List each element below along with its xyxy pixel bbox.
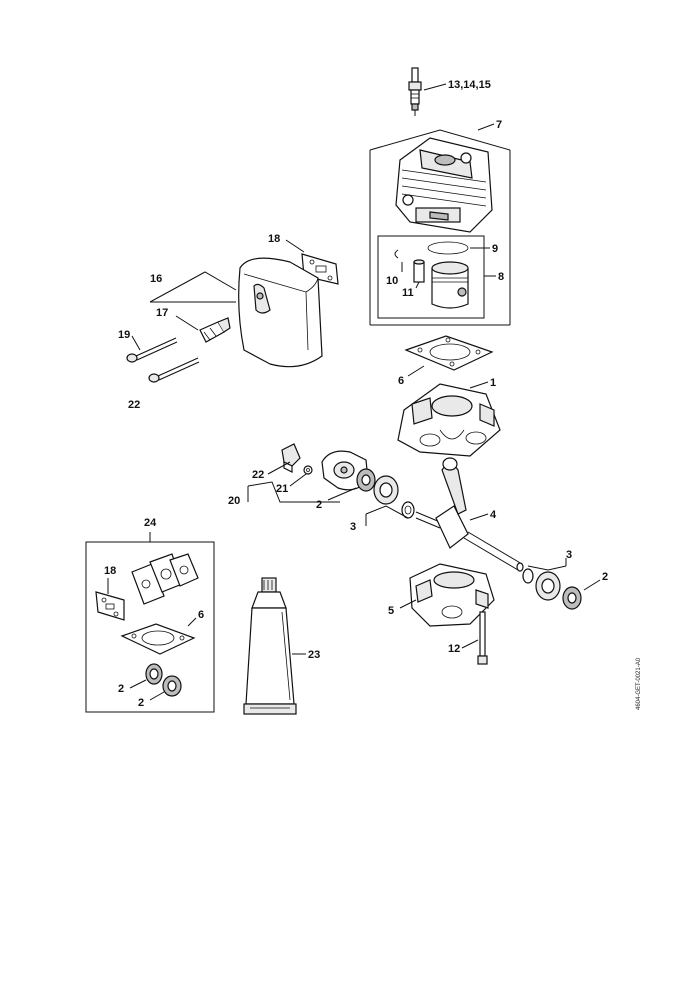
- ignition-holder: [281, 443, 301, 473]
- crankcase-screw: [477, 611, 488, 665]
- callout-spark-plug: 13,14,15: [448, 79, 491, 91]
- callout-crankcase-lower: 5: [388, 605, 394, 617]
- callout-set-gasket-6: 6: [198, 609, 204, 621]
- washer-right: [522, 568, 534, 584]
- callout-muffler-screw: 19: [118, 329, 130, 341]
- callout-ignition-nut: 21: [276, 483, 288, 495]
- callout-gasket-set: 24: [144, 517, 157, 529]
- callout-oil-seal-right: 2: [602, 571, 608, 583]
- callout-crankcase-screw: 12: [448, 643, 460, 655]
- cylinder: [395, 137, 493, 233]
- cylinder-kit-frame: [369, 123, 511, 326]
- callout-bearing-set-right: 3: [566, 549, 572, 561]
- callout-set-seal-a: 2: [118, 683, 124, 695]
- callout-tube: 23: [308, 649, 320, 661]
- crankshaft: [415, 457, 524, 572]
- set-gasket-plates: [131, 553, 199, 605]
- muffler-screw-lower: [148, 357, 200, 383]
- callout-piston-clip: 11: [402, 287, 414, 299]
- ignition-nut: [303, 465, 313, 475]
- piston-clip: [394, 249, 399, 259]
- callout-cylinder-gasket: 6: [398, 375, 404, 387]
- grease-tube: [243, 577, 297, 715]
- callout-muffler-fitting: 17: [156, 307, 168, 319]
- callout-set-seal-b: 2: [138, 697, 144, 709]
- bearing-left: [373, 475, 399, 505]
- set-cylinder-gasket: [120, 623, 196, 655]
- piston-ring: [427, 241, 469, 255]
- drawing-code: 4604-GET-0021-A0: [636, 657, 642, 710]
- muffler-fitting: [199, 317, 231, 343]
- callout-crankshaft: 4: [490, 509, 497, 521]
- callout-crankcase-upper: 1: [490, 377, 496, 389]
- callout-oil-seal-left: 2: [316, 499, 322, 511]
- callout-set-gasket-18: 18: [104, 565, 116, 577]
- crankcase-upper: [397, 383, 501, 457]
- set-muffler-gasket: [95, 591, 125, 621]
- callout-piston-ring: 9: [492, 243, 498, 255]
- callout-ignition-holder: 22: [252, 469, 264, 481]
- callout-cylinder-kit: 7: [496, 119, 502, 131]
- set-oil-seal-a: [145, 663, 163, 685]
- cylinder-gasket: [404, 335, 494, 371]
- callout-muffler-set: 16: [150, 273, 162, 285]
- callout-muffler-gasket: 18: [268, 233, 280, 245]
- piston-set-frame: [377, 235, 485, 319]
- muffler-screw-upper: [126, 337, 178, 363]
- spark-plug: [408, 67, 447, 116]
- callout-muffler-screw-b: 22: [128, 399, 140, 411]
- set-oil-seal-b: [162, 675, 182, 697]
- bearing-right: [535, 571, 561, 601]
- oil-seal-right: [562, 586, 582, 610]
- piston-pin: [413, 259, 425, 283]
- callout-piston-pin: 10: [386, 275, 398, 287]
- gasket-set-frame: [85, 532, 215, 713]
- oil-seal-left: [356, 468, 376, 492]
- callout-ignition-set: 20: [228, 495, 240, 507]
- piston: [431, 261, 469, 309]
- callout-piston-set: 8: [498, 271, 504, 283]
- callout-bearing-set-left: 3: [350, 521, 356, 533]
- crankcase-lower: [409, 563, 495, 627]
- muffler: [238, 257, 323, 368]
